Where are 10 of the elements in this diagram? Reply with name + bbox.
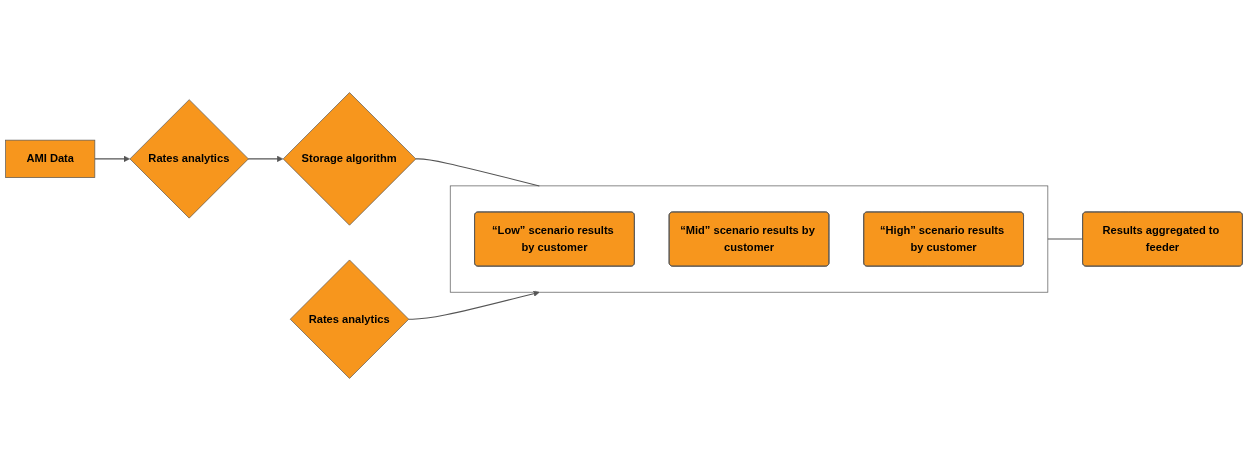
arrow [407,291,540,321]
node-box: AMI Data [5,140,96,179]
arrow [94,156,130,163]
node-diamond: Rates analytics [129,99,249,219]
connector [1047,239,1084,241]
cluster [449,186,1049,294]
arrow [247,156,284,163]
node-diamond: Storage algorithm [282,92,417,227]
node-diamond: Rates analytics [289,260,410,380]
connector [414,158,540,187]
